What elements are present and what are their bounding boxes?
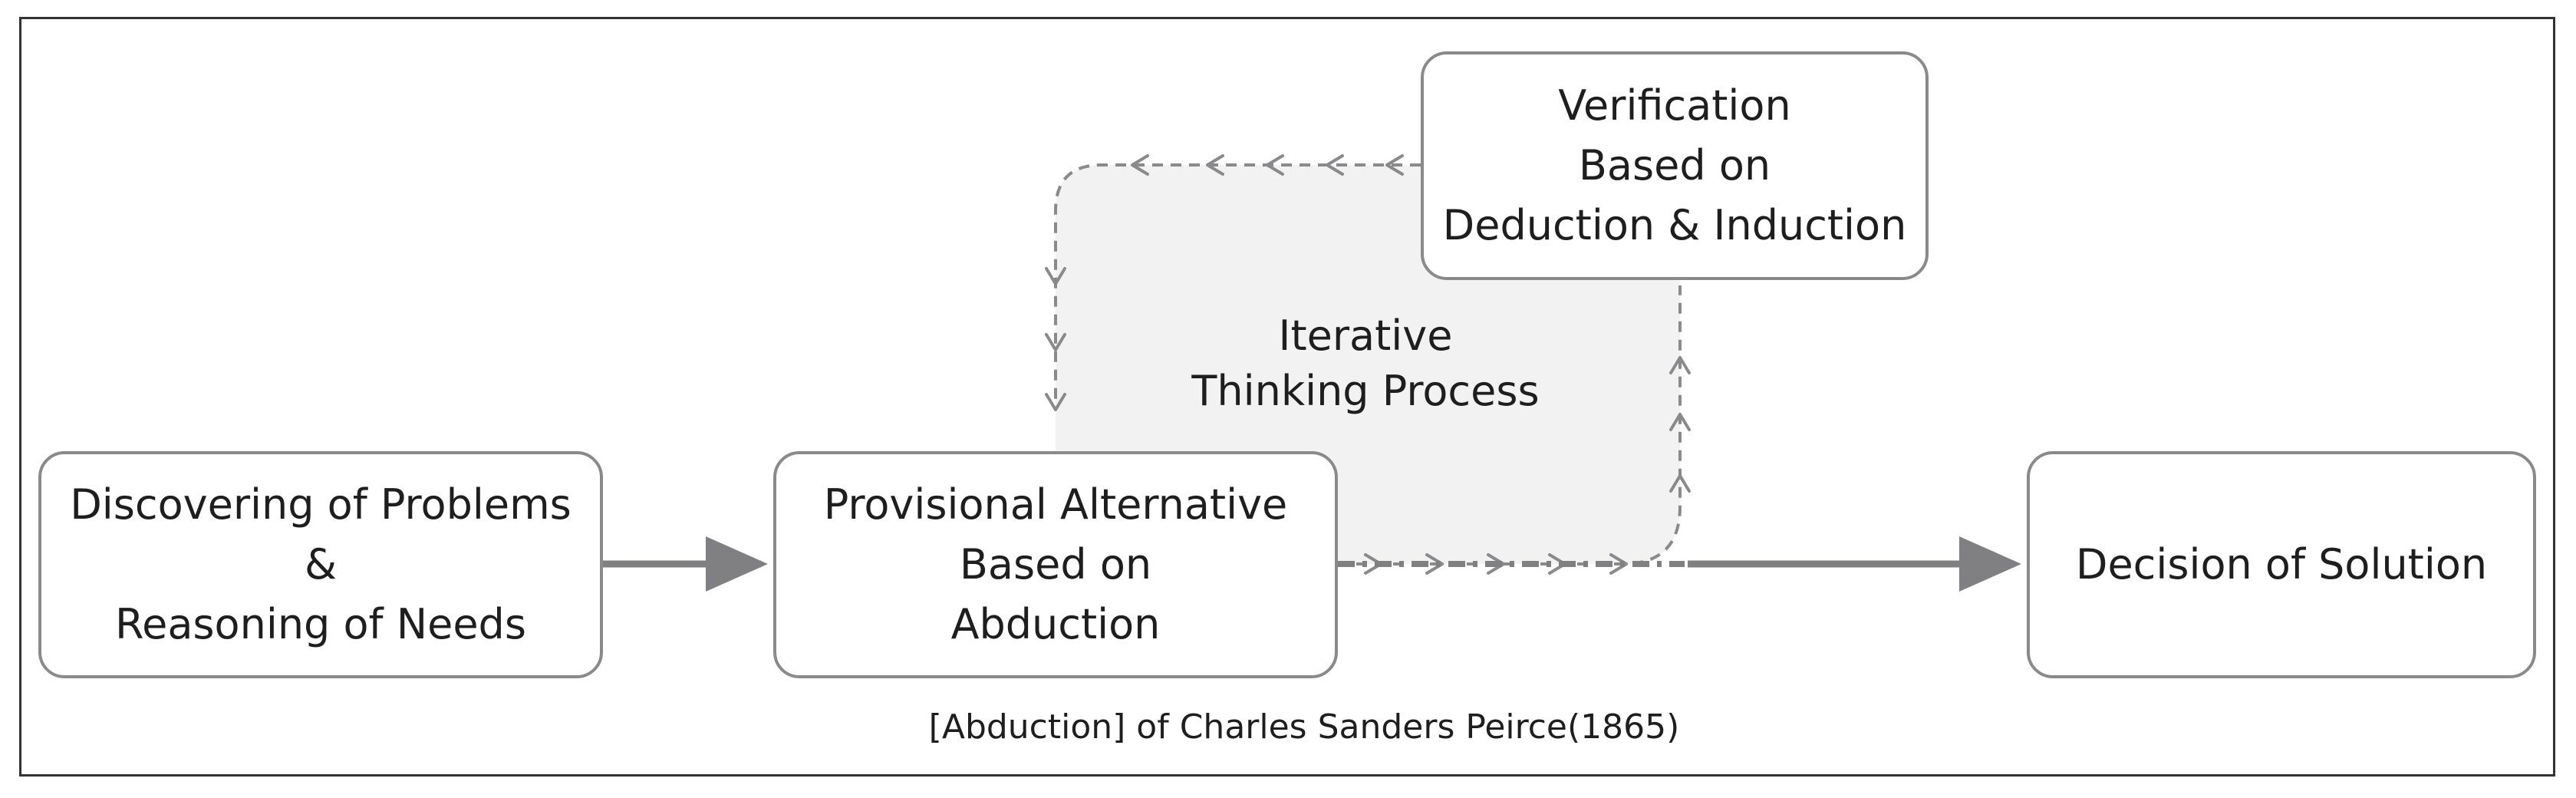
node-verification-line-1: Verification [1558,81,1791,130]
feedback-chevrons-down [1045,267,1066,411]
forward-chevrons-up [1669,356,1691,493]
node-discovering-line-2: & [304,540,338,589]
node-verification-line-2: Based on [1578,141,1771,190]
node-provisional-line-1: Provisional Alternative [823,480,1288,529]
feedback-chevrons-top [1131,154,1404,176]
node-decision-of-solution: Decision of Solution [2027,451,2536,678]
node-provisional-alternative: Provisional Alternative Based on Abducti… [773,451,1338,678]
node-verification: Verification Based on Deduction & Induct… [1421,51,1929,280]
node-discovering-line-1: Discovering of Problems [70,480,572,529]
node-verification-line-3: Deduction & Induction [1442,201,1907,249]
forward-dashed-path [1338,285,1682,566]
diagram-caption: [Abduction] of Charles Sanders Peirce(18… [928,707,1680,747]
node-discovering-line-3: Reasoning of Needs [115,600,526,648]
iterative-process-label: Iterative Thinking Process [1120,308,1611,419]
feedback-dashed-path [1054,163,1421,408]
loop-label-line-1: Iterative [1278,312,1453,360]
node-decision-line-1: Decision of Solution [2075,540,2488,589]
node-provisional-line-3: Abduction [950,600,1161,648]
loop-label-line-2: Thinking Process [1191,367,1540,415]
node-discovering-problems: Discovering of Problems & Reasoning of N… [38,451,603,678]
node-provisional-line-2: Based on [959,540,1152,589]
